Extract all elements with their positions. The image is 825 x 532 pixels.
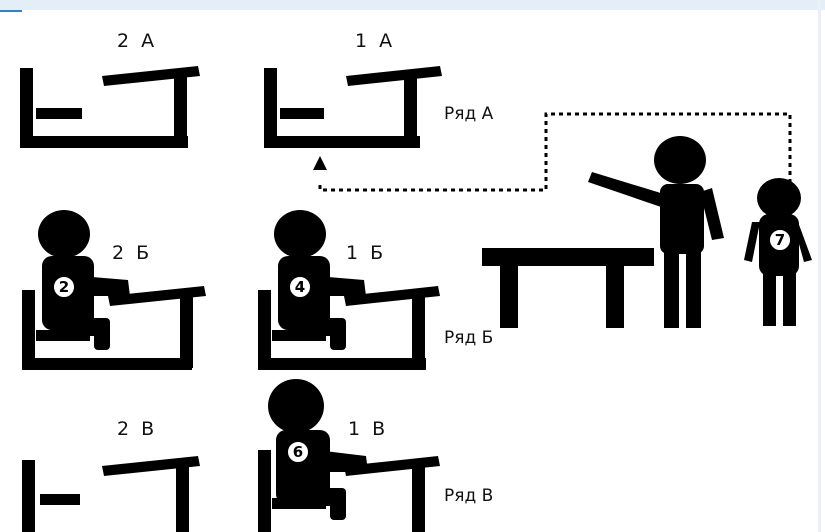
desk-label-1a: 1 А	[355, 30, 396, 52]
badge-4-number: 4	[295, 278, 305, 296]
student-4-head	[274, 210, 326, 258]
row-label-b: Ряд Б	[444, 328, 494, 348]
desk-label-2a: 2 А	[117, 30, 158, 52]
desk-label-1b: 1 Б	[346, 242, 387, 264]
student-2-head	[38, 210, 90, 258]
student-6-head	[268, 379, 324, 433]
teacher-desk	[482, 248, 654, 328]
desk-label-2b: 2 Б	[112, 242, 153, 264]
top-bar	[0, 0, 825, 10]
movement-path	[313, 112, 792, 192]
teacher-torso	[660, 184, 704, 254]
teacher-head	[654, 136, 706, 184]
student-7	[744, 178, 812, 326]
badge-6: 6	[286, 440, 310, 464]
badge-6-number: 6	[293, 443, 303, 461]
student-4	[274, 210, 366, 350]
desk-2a	[20, 66, 200, 148]
right-edge-strip	[818, 0, 821, 532]
student-7-head	[757, 178, 801, 218]
desk-label-1v: 1 В	[348, 418, 389, 440]
student-4-arm	[316, 276, 366, 296]
arrow-head	[313, 156, 327, 170]
badge-2-number: 2	[59, 278, 69, 296]
student-2-arm	[80, 276, 130, 296]
desk-label-2v: 2 В	[117, 418, 158, 440]
badge-7-number: 7	[775, 231, 785, 249]
student-6-arm	[316, 450, 368, 472]
row-label-a: Ряд А	[444, 104, 494, 124]
desk-2v	[22, 456, 200, 532]
badge-4: 4	[288, 275, 312, 299]
row-label-v: Ряд В	[444, 486, 494, 506]
teacher-pointing-arm	[588, 172, 664, 208]
badge-7: 7	[768, 228, 792, 252]
teacher-other-arm	[700, 188, 724, 240]
desk-1a	[264, 66, 442, 148]
top-accent-line	[0, 10, 22, 12]
student-6	[268, 379, 368, 520]
badge-2: 2	[52, 275, 76, 299]
student-2	[38, 210, 130, 350]
teacher	[588, 136, 724, 328]
desk-1b	[258, 286, 440, 370]
